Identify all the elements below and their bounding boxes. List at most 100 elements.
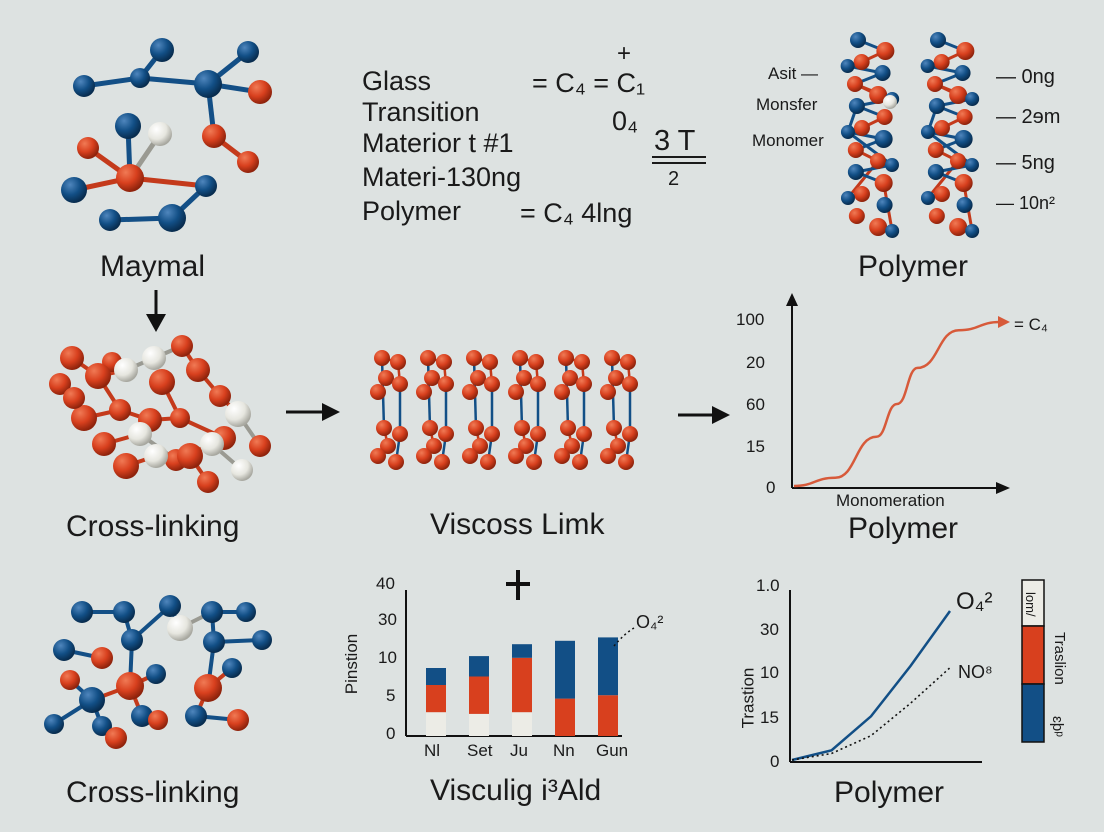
- atom: [249, 435, 271, 457]
- atom: [91, 647, 113, 669]
- atom: [853, 120, 870, 136]
- bar-chart-ytick-4: 5: [386, 686, 396, 705]
- bar-chart-annotation: O₄²: [636, 612, 664, 632]
- atom: [920, 125, 935, 139]
- curve-chart-dotted-line: [791, 667, 951, 761]
- atom: [109, 399, 131, 421]
- atom: [883, 95, 897, 109]
- atom: [130, 68, 150, 88]
- atom: [576, 426, 592, 442]
- curve-chart-solid-line: [791, 610, 952, 762]
- crosslink-molecule-bottom: [44, 595, 272, 749]
- atom: [171, 335, 193, 357]
- formula-fraction-numerator: 3 T: [654, 125, 696, 157]
- bar-segment-nl-0: [426, 712, 446, 736]
- atom: [227, 709, 249, 731]
- atom: [195, 175, 217, 197]
- atom: [956, 197, 973, 213]
- atom: [470, 370, 486, 386]
- atom: [933, 186, 950, 202]
- atom: [113, 601, 135, 623]
- atom: [472, 438, 488, 454]
- formula-eq-1: = C₄ = C₁: [532, 68, 646, 98]
- atom: [44, 714, 64, 734]
- atom: [876, 42, 895, 60]
- atom: [185, 705, 207, 727]
- atom: [874, 174, 893, 192]
- atom: [876, 109, 893, 125]
- bar-chart-ytick-3: 10: [378, 648, 397, 667]
- atom: [231, 459, 253, 481]
- atom: [209, 385, 231, 407]
- atom: [422, 420, 438, 436]
- atom: [954, 65, 971, 81]
- atom: [853, 186, 870, 202]
- atom: [870, 153, 887, 169]
- atom: [438, 426, 454, 442]
- atom: [146, 664, 166, 684]
- atom: [927, 164, 944, 180]
- atom: [956, 42, 975, 60]
- atom: [468, 420, 484, 436]
- atom: [388, 454, 404, 470]
- bar-segment-set-0: [469, 713, 489, 736]
- atom: [508, 384, 524, 400]
- atom: [121, 629, 143, 651]
- atom: [71, 405, 97, 431]
- atom: [144, 444, 168, 468]
- monomer-caption: Maymal: [100, 250, 206, 283]
- atom: [252, 630, 272, 650]
- bar-segment-nn-1: [555, 698, 575, 736]
- atom: [874, 130, 893, 148]
- curve-chart-label-o4: O₄²: [956, 588, 993, 615]
- chain-label-5ng: — 5ng: [996, 152, 1055, 174]
- atom: [237, 41, 259, 63]
- atom: [928, 98, 945, 114]
- chain-label-0ng: — 0ng: [996, 66, 1055, 88]
- atom: [554, 448, 570, 464]
- atom: [558, 350, 574, 366]
- atom: [608, 370, 624, 386]
- atom: [131, 705, 153, 727]
- monomer-molecule: [61, 38, 272, 232]
- atom: [885, 158, 900, 172]
- bar-chart-ylabel: Pinstion: [342, 633, 362, 695]
- atom: [518, 438, 534, 454]
- atom: [148, 122, 172, 146]
- atom: [840, 125, 855, 139]
- atom: [933, 120, 950, 136]
- bar-segment-nl-1: [426, 685, 446, 713]
- atom: [462, 448, 478, 464]
- atom: [965, 158, 980, 172]
- atom: [116, 164, 144, 192]
- atom: [840, 191, 855, 205]
- bar-chart-ytick-5: 0: [386, 724, 396, 743]
- atom: [600, 384, 616, 400]
- formula-plus: +: [617, 40, 632, 67]
- atom: [853, 54, 870, 70]
- formula-line-4: Materi-130ng: [362, 162, 522, 192]
- atom: [236, 602, 256, 622]
- chain-label-monsfer: Monsfer: [756, 95, 818, 114]
- atom: [148, 710, 168, 730]
- atom: [620, 354, 636, 370]
- bar-segment-gun-2: [598, 637, 618, 696]
- atom: [508, 448, 524, 464]
- formula-line-2: Transition: [362, 97, 480, 127]
- atom: [514, 420, 530, 436]
- crosslink-bottom-caption: Cross-linking: [66, 776, 240, 809]
- polymer-chain-molecule: [840, 32, 980, 238]
- atom: [186, 358, 210, 382]
- atom: [115, 113, 141, 139]
- atom: [194, 674, 222, 702]
- atom: [928, 208, 945, 224]
- formula-line-3: Materior t #1: [362, 128, 514, 158]
- atom: [49, 373, 71, 395]
- atom: [159, 595, 181, 617]
- curve-chart-ytick-2: 30: [760, 620, 779, 639]
- atom: [466, 350, 482, 366]
- atom: [949, 218, 968, 236]
- atom: [380, 438, 396, 454]
- atom: [848, 98, 865, 114]
- atom: [600, 448, 616, 464]
